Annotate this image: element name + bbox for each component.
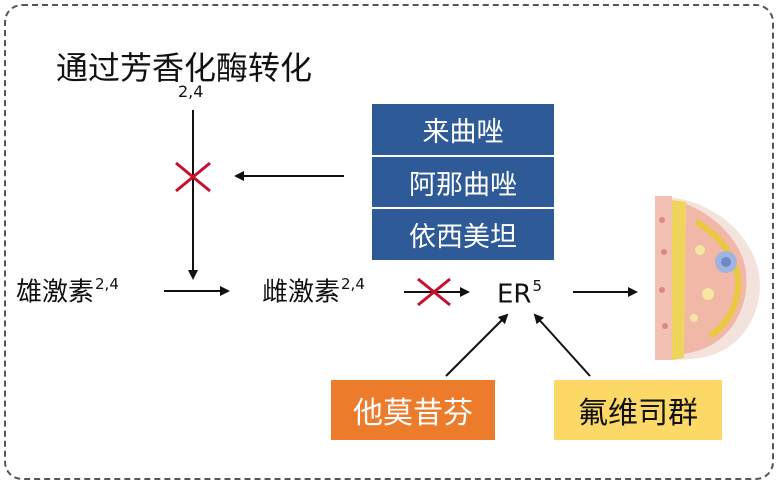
inhibitor-anastrozole: 阿那曲唑 [372, 156, 554, 210]
tamoxifen-box: 他莫昔芬 [331, 380, 495, 440]
aromatase-inhibitor-list: 来曲唑 阿那曲唑 依西美坦 [372, 104, 554, 261]
fulvestrant-box: 氟维司群 [554, 380, 722, 440]
breast-illustration [655, 196, 760, 360]
pathway-title: 通过芳香化酶转化 [56, 49, 313, 87]
er-node: ER5 [497, 279, 542, 310]
estrogen-node: 雌激素2,4 [262, 277, 365, 308]
block-x-icon [175, 161, 211, 193]
title-ref: 2,4 [178, 82, 204, 101]
block-x-icon [417, 277, 451, 307]
er-label: ER [497, 279, 532, 310]
inhibitor-exemestane: 依西美坦 [372, 209, 554, 261]
inhibitor-letrozole: 来曲唑 [372, 104, 554, 157]
androgen-label: 雄激素 [16, 277, 95, 308]
androgen-ref: 2,4 [95, 275, 119, 293]
tamoxifen-arrow [445, 313, 509, 377]
diagram-frame [4, 4, 774, 480]
androgen-node: 雄激素2,4 [16, 277, 119, 308]
fulvestrant-arrow [533, 313, 591, 377]
er-ref: 5 [532, 277, 543, 295]
estrogen-ref: 2,4 [341, 275, 365, 293]
estrogen-label: 雌激素 [262, 277, 341, 308]
